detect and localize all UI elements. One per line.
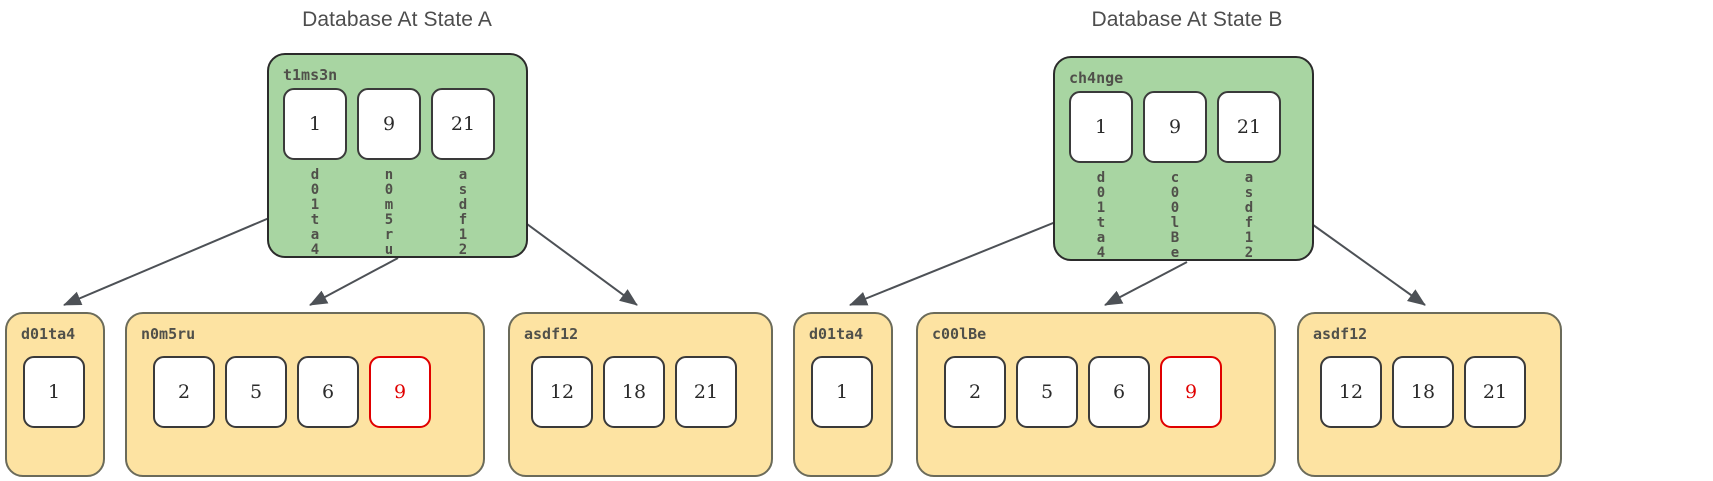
pointer-label-text: asdf12 (455, 167, 471, 257)
edge-t1ms3n-to-d01ta4 (63, 212, 282, 306)
value-cells: 12 18 21 (531, 356, 737, 428)
node-id-label: c00lBe (932, 325, 987, 343)
value-cells: 2 5 6 9 (153, 356, 431, 428)
key-cell[interactable]: 9 (357, 88, 421, 160)
key-cell[interactable]: 21 (431, 88, 495, 160)
pointer-labels: d01ta4 c00lBe asdf12 (1069, 170, 1281, 260)
value-cell[interactable]: 21 (1464, 356, 1526, 428)
value-cell[interactable]: 5 (225, 356, 287, 428)
value-cell-highlighted[interactable]: 9 (1160, 356, 1222, 428)
node-id-label: t1ms3n (283, 66, 338, 84)
node-id-label: n0m5ru (141, 325, 196, 343)
leaf-node-c00lBe[interactable]: c00lBe 2 5 6 9 (916, 312, 1276, 477)
value-cell[interactable]: 5 (1016, 356, 1078, 428)
internal-node-ch4nge[interactable]: ch4nge 1 9 21 d01ta4 c00lBe asdf12 (1053, 56, 1314, 261)
pointer-label-text: asdf12 (1241, 170, 1257, 260)
leaf-node-asdf12-a[interactable]: asdf12 12 18 21 (508, 312, 773, 477)
edge-t1ms3n-to-n0m5ru (309, 257, 399, 306)
value-cell[interactable]: 12 (531, 356, 593, 428)
panel-title-state-b: Database At State B (1091, 8, 1283, 31)
pointer-label: d01ta4 (283, 167, 347, 257)
node-id-label: d01ta4 (809, 325, 864, 343)
value-cell[interactable]: 6 (1088, 356, 1150, 428)
pointer-label-text: d01ta4 (1093, 170, 1109, 260)
value-cell[interactable]: 18 (1392, 356, 1454, 428)
key-cell[interactable]: 9 (1143, 91, 1207, 163)
key-cells: 1 9 21 (283, 88, 495, 160)
value-cell[interactable]: 21 (675, 356, 737, 428)
pointer-labels: d01ta4 n0m5ru asdf12 (283, 167, 495, 257)
edge-ch4nge-to-c00lBe (1104, 261, 1188, 306)
node-id-label: d01ta4 (21, 325, 76, 343)
pointer-label-text: d01ta4 (307, 167, 323, 257)
value-cells: 1 (811, 356, 873, 428)
leaf-node-asdf12-b[interactable]: asdf12 12 18 21 (1297, 312, 1562, 477)
leaf-node-n0m5ru[interactable]: n0m5ru 2 5 6 9 (125, 312, 485, 477)
pointer-label: asdf12 (1217, 170, 1281, 260)
node-id-label: ch4nge (1069, 69, 1124, 87)
value-cell-highlighted[interactable]: 9 (369, 356, 431, 428)
value-cell[interactable]: 12 (1320, 356, 1382, 428)
value-cells: 12 18 21 (1320, 356, 1526, 428)
key-cell[interactable]: 1 (283, 88, 347, 160)
key-cells: 1 9 21 (1069, 91, 1281, 163)
pointer-label: asdf12 (431, 167, 495, 257)
node-id-label: asdf12 (1313, 325, 1368, 343)
pointer-label: d01ta4 (1069, 170, 1133, 260)
edge-ch4nge-to-d01ta4 (849, 216, 1069, 306)
value-cell[interactable]: 6 (297, 356, 359, 428)
key-cell[interactable]: 1 (1069, 91, 1133, 163)
node-id-label: asdf12 (524, 325, 579, 343)
leaf-node-d01ta4-a[interactable]: d01ta4 1 (5, 312, 105, 477)
value-cell[interactable]: 1 (811, 356, 873, 428)
value-cell[interactable]: 2 (944, 356, 1006, 428)
pointer-label-text: n0m5ru (381, 167, 397, 257)
key-cell[interactable]: 21 (1217, 91, 1281, 163)
pointer-label-text: c00lBe (1167, 170, 1183, 260)
panel-title-state-a: Database At State A (302, 8, 492, 31)
edge-ch4nge-to-asdf12 (1294, 211, 1426, 306)
leaf-node-d01ta4-b[interactable]: d01ta4 1 (793, 312, 893, 477)
value-cells: 2 5 6 9 (944, 356, 1222, 428)
value-cells: 1 (23, 356, 85, 428)
pointer-label: n0m5ru (357, 167, 421, 257)
pointer-label: c00lBe (1143, 170, 1207, 260)
value-cell[interactable]: 1 (23, 356, 85, 428)
value-cell[interactable]: 2 (153, 356, 215, 428)
value-cell[interactable]: 18 (603, 356, 665, 428)
internal-node-t1ms3n[interactable]: t1ms3n 1 9 21 d01ta4 n0m5ru asdf12 (267, 53, 528, 258)
